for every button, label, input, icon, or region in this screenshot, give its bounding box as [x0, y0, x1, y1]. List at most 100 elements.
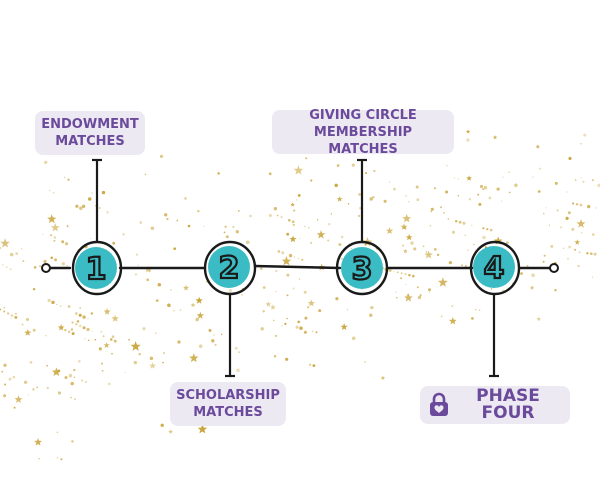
sparkle-dot	[451, 305, 454, 308]
sparkle-dot	[21, 323, 24, 326]
sparkle-star	[316, 230, 326, 239]
sparkle-dot	[211, 339, 215, 343]
sparkle-dot	[71, 321, 74, 324]
sparkle-dot	[482, 227, 485, 230]
sparkle-star	[144, 266, 152, 273]
sparkle-dot	[545, 207, 547, 209]
sparkle-dot	[138, 352, 141, 356]
sparkle-dot	[293, 209, 296, 212]
sparkle-dot	[471, 317, 474, 320]
sparkle-dot	[157, 283, 162, 287]
sparkle-dot	[299, 326, 303, 330]
sparkle-dot	[466, 138, 470, 142]
sparkle-dot	[67, 178, 70, 181]
sparkle-dot	[75, 204, 79, 208]
sparkle-dot	[84, 338, 86, 340]
sparkle-dot	[556, 209, 559, 212]
sparkle-dot	[591, 179, 594, 182]
sparkle-dot	[46, 364, 48, 367]
label-giving-line1: GIVING CIRCLE	[309, 107, 417, 123]
sparkle-dot	[39, 265, 42, 268]
sparkle-dot	[295, 199, 297, 201]
sparkle-dot	[108, 382, 111, 386]
sparkle-dot	[565, 216, 569, 221]
sparkle-dot	[316, 219, 319, 221]
sparkle-dot	[293, 256, 296, 258]
sparkle-dot	[203, 225, 205, 227]
sparkle-dot	[307, 306, 310, 309]
sparkle-dot	[225, 235, 229, 239]
phase-number-3: 3	[352, 252, 373, 287]
sparkle-dot	[150, 226, 155, 231]
sparkle-dot	[288, 253, 293, 258]
sparkle-star	[386, 227, 394, 234]
label-giving-line2: MEMBERSHIP MATCHES	[313, 124, 413, 157]
phase-node-4: 4	[469, 240, 521, 296]
sparkle-dot	[70, 328, 74, 331]
sparkle-dot	[295, 325, 299, 329]
sparkle-dot	[29, 360, 33, 364]
sparkle-dot	[580, 232, 583, 234]
sparkle-star	[51, 367, 61, 376]
sparkle-dot	[297, 257, 300, 260]
sparkle-dot	[235, 230, 239, 234]
sparkle-dot	[47, 298, 51, 303]
sparkle-dot	[308, 227, 310, 229]
sparkle-dot	[71, 440, 74, 443]
sparkle-dot	[405, 194, 408, 197]
sparkle-dot	[500, 200, 503, 202]
sparkle-dot	[36, 386, 39, 389]
sparkle-dot	[81, 379, 84, 382]
sparkle-dot	[508, 171, 510, 174]
sparkle-dot	[506, 241, 509, 245]
sparkle-dot	[262, 310, 265, 313]
sparkle-star	[50, 223, 60, 232]
sparkle-dot	[502, 176, 504, 178]
sparkle-dot	[285, 357, 289, 361]
sparkle-dot	[9, 268, 12, 271]
sparkle-dot	[22, 260, 25, 263]
sparkle-dot	[49, 234, 53, 237]
sparkle-dot	[273, 319, 275, 322]
sparkle-star	[289, 235, 297, 243]
label-scholarship-line1: SCHOLARSHIP	[176, 388, 280, 403]
sparkle-dot	[310, 241, 313, 244]
sparkle-dot	[12, 375, 16, 379]
sparkle-dot	[64, 328, 67, 332]
sparkle-dot	[428, 288, 431, 292]
sparkle-star	[111, 314, 119, 322]
sparkle-dot	[87, 197, 92, 201]
sparkle-star	[14, 395, 23, 403]
sparkle-dot	[447, 218, 450, 220]
sparkle-dot	[14, 312, 17, 315]
sparkle-dot	[268, 172, 272, 176]
sparkle-dot	[3, 363, 7, 367]
sparkle-dot	[479, 184, 484, 189]
sparkle-star	[336, 163, 341, 168]
sparkle-dot	[311, 330, 314, 333]
sparkle-dot	[489, 228, 493, 232]
sparkle-dot	[32, 288, 36, 291]
sparkle-dot	[262, 286, 266, 289]
sparkle-dot	[580, 143, 582, 145]
sparkle-star	[494, 236, 503, 245]
sparkle-dot	[276, 214, 279, 217]
label-giving-circle-membership-matches: GIVING CIRCLE MEMBERSHIP MATCHES	[272, 107, 454, 157]
sparkle-dot	[6, 312, 10, 315]
sparkle-dot	[71, 332, 75, 336]
sparkle-star	[270, 304, 276, 310]
sparkle-dot	[76, 320, 80, 323]
sparkle-dot	[57, 391, 61, 395]
sparkle-dot	[111, 352, 113, 355]
sparkle-dot	[548, 224, 550, 226]
sparkle-dot	[98, 347, 102, 351]
sparkle-dot	[520, 272, 523, 275]
sparkle-dot	[436, 253, 440, 257]
sparkle-star	[281, 256, 292, 266]
sparkle-dot	[574, 248, 577, 251]
sparkle-dot	[372, 195, 375, 199]
sparkle-dot	[425, 251, 428, 253]
sparkle-dot	[260, 327, 264, 331]
sparkle-star	[424, 250, 433, 259]
